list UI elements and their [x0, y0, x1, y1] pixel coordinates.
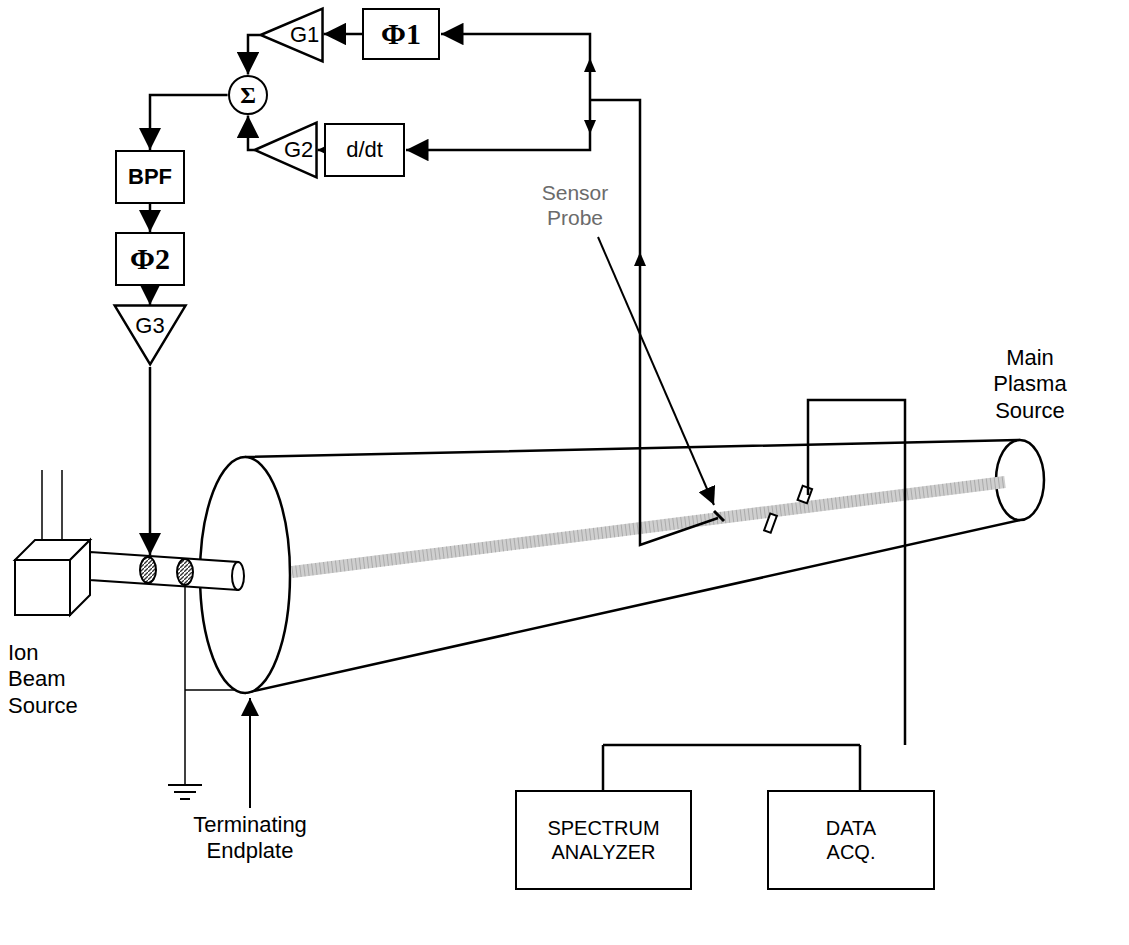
leader-arrows	[250, 237, 714, 808]
instrument-box: DATA ACQ.	[767, 790, 935, 890]
node-text: G1	[290, 22, 319, 48]
bandpass-filter-box: BPF	[115, 150, 185, 204]
phase-shifter-box: Φ1	[362, 8, 440, 60]
instrument-box: SPECTRUM ANALYZER	[515, 790, 692, 890]
differentiator-box: d/dt	[324, 123, 405, 177]
signal-connector	[324, 33, 362, 36]
source-label: Ion Beam Source	[8, 640, 88, 719]
ion-beam-source	[15, 470, 244, 615]
node-text: BPF	[128, 164, 172, 190]
node-text: Φ1	[381, 16, 421, 52]
plasma-chamber	[200, 440, 1044, 693]
signal-wires	[150, 34, 905, 790]
summing-junction: Σ	[228, 75, 269, 116]
source-label: Main Plasma Source	[975, 345, 1085, 424]
plasma-column	[292, 482, 1005, 572]
ground-wiring	[168, 586, 235, 799]
node-text: G3	[135, 313, 164, 339]
node-text: SPECTRUM ANALYZER	[534, 816, 674, 864]
wire-direction-arrows	[144, 58, 646, 266]
signal-connector	[248, 35, 260, 75]
probe-label: Sensor Probe	[530, 180, 620, 230]
gain-amplifier: G2	[254, 122, 317, 178]
node-text: Σ	[240, 81, 256, 110]
node-text: d/dt	[346, 137, 383, 163]
phase-shifter-box: Φ2	[115, 232, 185, 286]
node-text: DATA ACQ.	[806, 816, 896, 864]
signal-connector	[149, 204, 152, 232]
gain-amplifier: G3	[114, 305, 186, 365]
signal-connector	[149, 286, 152, 305]
probe-heads	[714, 486, 812, 533]
node-text: Φ2	[130, 241, 170, 277]
node-text: G2	[284, 137, 313, 163]
gain-amplifier: G1	[260, 8, 323, 62]
endplate-label: Terminating Endplate	[175, 812, 325, 865]
signal-connector	[248, 115, 254, 150]
signal-connector	[150, 95, 228, 150]
